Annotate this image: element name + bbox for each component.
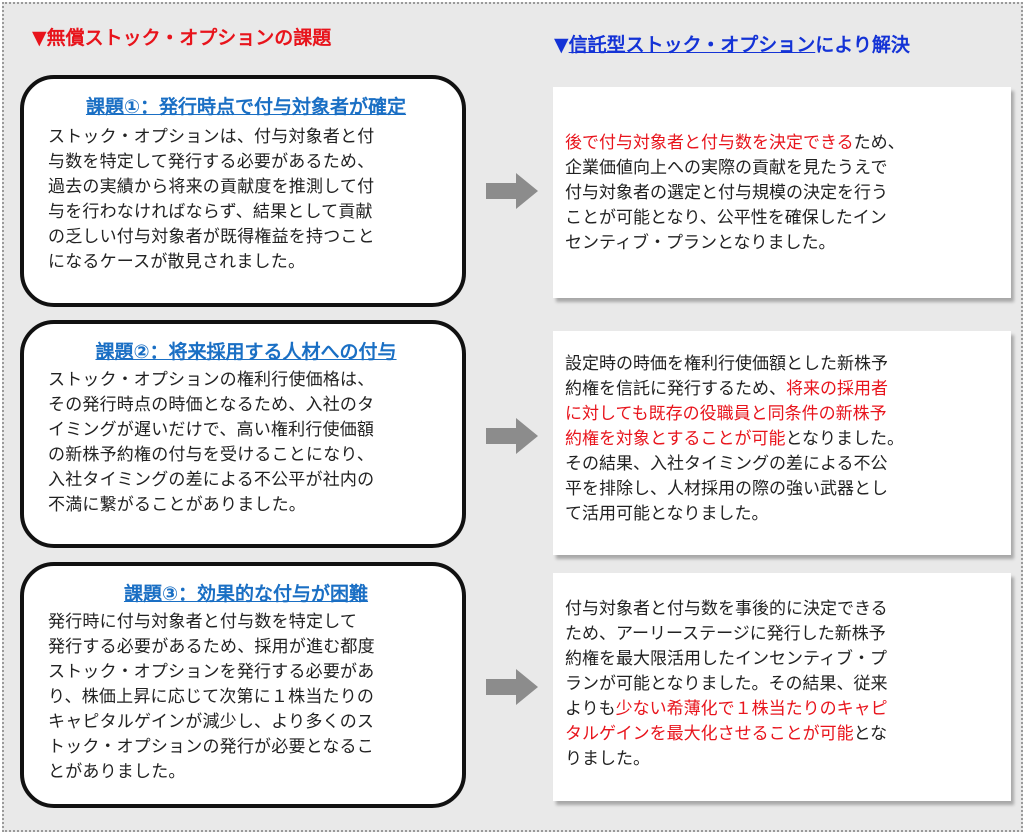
solution-box-2: 設定時の時価を権利行使価額とした新株予約権を信託に発行するため、将来の採用者に対…: [553, 331, 1011, 555]
issue-line: の乏しい付与対象者が既得権益を持つこと: [48, 227, 375, 247]
solution-text: よりも: [565, 699, 616, 719]
solution-text: 約権を信託に発行するため、: [565, 379, 786, 399]
right-heading-link: 信託型ストック・オプション: [568, 34, 816, 56]
left-heading: ▼無償ストック・オプションの課題: [32, 27, 332, 49]
issue-line: になるケースが散見されました。: [48, 252, 306, 272]
solution-text: とな: [853, 724, 888, 744]
solution-line: ため、アーリーステージに発行した新株予: [565, 622, 1001, 647]
solution-text: 企業価値向上への実際の貢献を見たうえで: [565, 158, 888, 178]
issue-line: ストック・オプションの権利行使価格は、: [48, 370, 375, 390]
solution-line: 約権を最大限活用したインセンティブ・プ: [565, 647, 1001, 672]
solution-text: て活用可能となりました。: [565, 504, 769, 524]
issue-line: 入社タイミングの差による不公平が社内の: [48, 470, 375, 490]
solution-text: ランが可能となりました。その結果、従来: [565, 674, 888, 694]
solution-line: 約権を信託に発行するため、将来の採用者: [565, 377, 1001, 402]
highlight-text: タルゲインを最大化させることが可能: [565, 724, 854, 744]
solution-text: 約権を最大限活用したインセンティブ・プ: [565, 649, 887, 669]
issue-title: 課題③：効果的な付与が困難: [123, 583, 369, 605]
solution-box-3: 付与対象者と付与数を事後的に決定できるため、アーリーステージに発行した新株予約権…: [553, 573, 1011, 801]
solution-line: その結果、入社タイミングの差による不公: [565, 452, 1001, 477]
solution-text: ため、: [853, 133, 905, 153]
issue-title: 課題②：将来採用する人材への付与: [95, 341, 397, 363]
solution-line: ことが可能となり、公平性を確保したイン: [565, 206, 1001, 231]
issue-line: り、株価上昇に応じて次第に１株当たりの: [48, 687, 375, 707]
issue-title: 課題①：発行時点で付与対象者が確定: [85, 96, 407, 118]
issue-line: ストック・オプションは、付与対象者と付: [48, 127, 375, 147]
issue-line: 発行時に付与対象者と付与数を特定して: [48, 612, 358, 632]
solution-line: て活用可能となりました。: [565, 502, 1001, 527]
solution-line: よりも少ない希薄化で１株当たりのキャピ: [565, 697, 1001, 722]
issue-line: とがありました。: [48, 762, 186, 782]
right-heading-rest: により解決: [815, 34, 910, 56]
highlight-text: 少ない希薄化で１株当たりのキャピ: [615, 699, 888, 719]
issue-body: ストック・オプションの権利行使価格は、 その発行時点の時価となるため、入社のタ …: [48, 368, 444, 518]
solution-line: 後で付与対象者と付与数を決定できるため、: [565, 131, 1001, 156]
solution-line: 企業価値向上への実際の貢献を見たうえで: [565, 156, 1001, 181]
issue-line: 発行する必要があるため、採用が進む都度: [48, 637, 375, 657]
right-arrow-icon: [486, 418, 538, 454]
right-heading: ▼信託型ストック・オプションにより解決: [554, 33, 910, 57]
issue-box-2: 課題②：将来採用する人材への付与 ストック・オプションの権利行使価格は、 その発…: [20, 320, 466, 548]
solution-line: に対しても既存の役職員と同条件の新株予: [565, 402, 1001, 427]
solution-box-1: 後で付与対象者と付与数を決定できるため、企業価値向上への実際の貢献を見たうえで付…: [553, 87, 1011, 298]
issue-line: の新株予約権の付与を受けることになり、: [48, 445, 375, 465]
solution-line: 平を排除し、人材採用の際の強い武器とし: [565, 477, 1001, 502]
issue-line: 過去の実績から将来の貢献度を推測して付: [48, 177, 375, 197]
solution-line: 付与対象者と付与数を事後的に決定できる: [565, 597, 1001, 622]
right-arrow-icon: [486, 173, 538, 209]
solution-text: ため、アーリーステージに発行した新株予: [565, 624, 886, 644]
solution-line: 付与対象者の選定と付与規模の決定を行う: [565, 181, 1001, 206]
solution-text: となりました。: [785, 429, 905, 449]
solution-text: 平を排除し、人材採用の際の強い武器とし: [565, 479, 888, 499]
solution-text: 付与対象者の選定と付与規模の決定を行う: [565, 183, 888, 203]
solution-text: センティブ・プランとなりました。: [565, 233, 836, 253]
issue-line: ストック・オプションを発行する必要があ: [48, 662, 375, 682]
solution-text: その結果、入社タイミングの差による不公: [565, 454, 888, 474]
issue-line: イミングが遅いだけで、高い権利行使価額: [48, 420, 375, 440]
highlight-text: 後で付与対象者と付与数を決定できる: [565, 133, 854, 153]
solution-line: 約権を対象とすることが可能となりました。: [565, 427, 1001, 452]
issue-box-3: 課題③：効果的な付与が困難 発行時に付与対象者と付与数を特定して 発行する必要が…: [20, 562, 466, 808]
issue-box-1: 課題①：発行時点で付与対象者が確定 ストック・オプションは、付与対象者と付 与数…: [20, 75, 466, 307]
issue-body: 発行時に付与対象者と付与数を特定して 発行する必要があるため、採用が進む都度 ス…: [48, 610, 444, 785]
issue-line: 不満に繋がることがありました。: [48, 495, 306, 515]
highlight-text: 約権を対象とすることが可能: [565, 429, 786, 449]
solution-line: 設定時の時価を権利行使価額とした新株予: [565, 352, 1001, 377]
issue-line: その発行時点の時価となるため、入社のタ: [48, 395, 375, 415]
solution-line: タルゲインを最大化させることが可能とな: [565, 722, 1001, 747]
solution-text: 付与対象者と付与数を事後的に決定できる: [565, 599, 888, 619]
issue-line: 与を行わなければならず、結果として貢献: [48, 202, 373, 222]
solution-text: ことが可能となり、公平性を確保したイン: [565, 208, 887, 228]
issue-line: トック・オプションの発行が必要となるこ: [48, 737, 374, 757]
highlight-text: 将来の採用者: [786, 379, 888, 399]
right-arrow-icon: [486, 669, 538, 705]
solution-text: りました。: [565, 749, 650, 769]
highlight-text: に対しても既存の役職員と同条件の新株予: [565, 404, 887, 424]
issue-body: ストック・オプションは、付与対象者と付 与数を特定して発行する必要があるため、 …: [48, 125, 444, 275]
solution-text: 設定時の時価を権利行使価額とした新株予: [565, 354, 888, 374]
solution-line: センティブ・プランとなりました。: [565, 231, 1001, 256]
solution-line: ランが可能となりました。その結果、従来: [565, 672, 1001, 697]
issue-line: キャピタルゲインが減少し、より多くのス: [48, 712, 375, 732]
issue-line: 与数を特定して発行する必要があるため、: [48, 152, 375, 172]
solution-line: りました。: [565, 747, 1001, 772]
right-heading-marker: ▼: [554, 34, 569, 56]
